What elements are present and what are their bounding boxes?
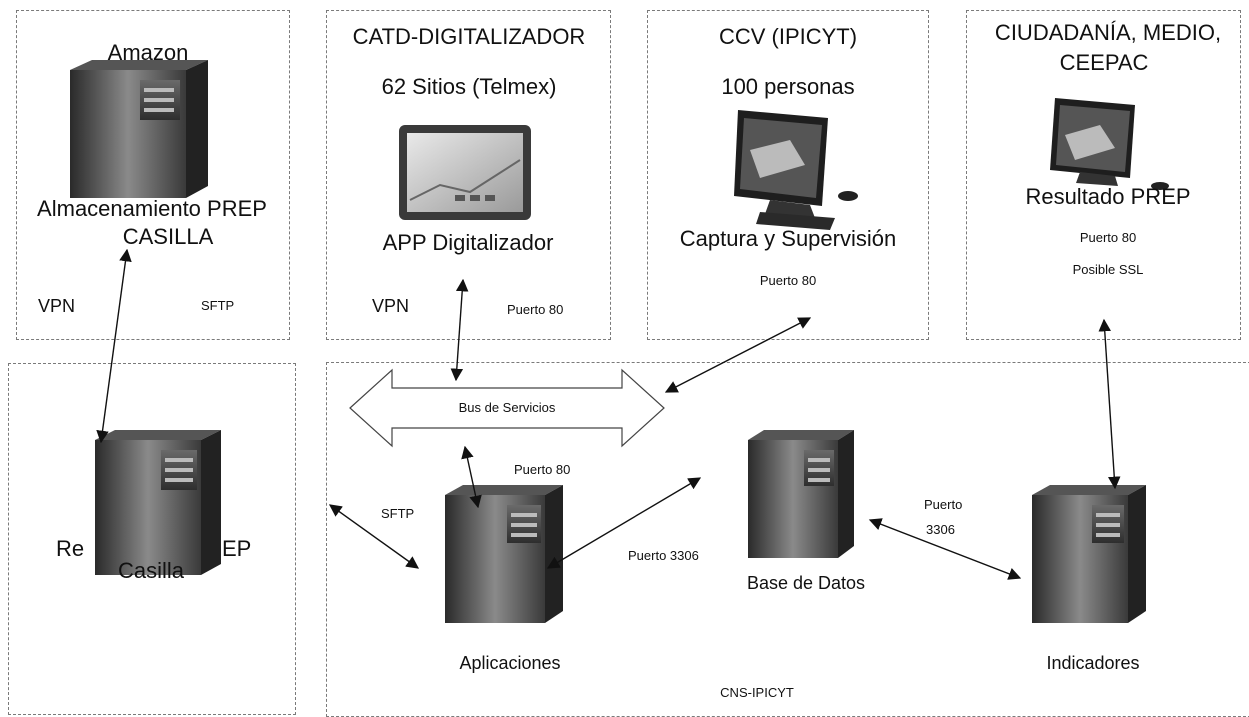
catd-box — [326, 10, 611, 340]
ccv-device-label: Captura y Supervisión — [679, 226, 897, 251]
indicadores-port-line2: 3306 — [926, 522, 955, 537]
indicadores-server-icon — [1032, 485, 1146, 623]
ciudadania-port-label: Puerto 80 — [1079, 230, 1137, 245]
aplicaciones-database-arrow — [546, 477, 702, 569]
ccv-bus-arrow — [664, 317, 812, 393]
catd-port-label: Puerto 80 — [507, 302, 564, 317]
ccv-subtitle: 100 personas — [721, 74, 855, 99]
ccv-port-label: Puerto 80 — [759, 273, 817, 288]
database-label: Base de Datos — [746, 573, 866, 593]
ciudadania-device-label: Resultado PREP — [1025, 184, 1191, 209]
cns-title: CNS-IPICYT — [720, 685, 794, 700]
aplicaciones-server-icon — [445, 485, 563, 623]
amazon-vpn-label: VPN — [38, 296, 76, 316]
catd-subtitle: 62 Sitios (Telmex) — [381, 74, 557, 99]
indicadores-port-line1: Puerto — [924, 497, 963, 512]
catd-vpn-label: VPN — [372, 296, 410, 316]
indicadores-label: Indicadores — [1046, 653, 1140, 673]
catd-device-label: APP Digitalizador — [382, 230, 554, 255]
ccv-computer-icon — [734, 110, 858, 230]
replica-label-left: Re — [56, 536, 85, 561]
ciudadania-ssl-label: Posible SSL — [1072, 262, 1144, 277]
ciudadania-indicadores-arrow — [1098, 318, 1121, 490]
replica-server-icon — [95, 430, 221, 575]
amazon-replica-arrow — [96, 248, 132, 444]
bus-port-label: Puerto 80 — [514, 462, 571, 477]
tablet-icon — [399, 125, 531, 220]
database-port-label: Puerto 3306 — [628, 548, 699, 563]
database-indicadores-arrow — [868, 518, 1022, 580]
ciudadania-title-line2: CEEPAC — [1059, 50, 1149, 75]
bus-arrow-shape — [349, 368, 665, 448]
amazon-label-line1: Almacenamiento PREP — [37, 196, 267, 221]
catd-bus-arrow — [450, 278, 469, 382]
database-server-icon — [748, 430, 854, 558]
aplicaciones-label: Aplicaciones — [459, 653, 561, 673]
amazon-sftp-label: SFTP — [201, 298, 235, 313]
ccv-title: CCV (IPICYT) — [718, 24, 858, 49]
amazon-label-line2: CASILLA — [122, 224, 214, 249]
catd-title: CATD-DIGITALIZADOR — [352, 24, 586, 49]
bus-label: Bus de Servicios — [458, 400, 556, 415]
amazon-title: Amazon — [107, 40, 189, 65]
ciudadania-computer-icon — [1050, 98, 1169, 190]
replica-aplicaciones-arrow — [328, 504, 420, 569]
bus-aplicaciones-arrow — [461, 445, 482, 509]
replica-label-bottom: Casilla — [118, 558, 185, 583]
ciudadania-title-line1: CIUDADANÍA, MEDIO, — [994, 20, 1222, 45]
amazon-box — [16, 10, 290, 340]
replica-label-right: EP — [222, 536, 252, 561]
amazon-server-icon — [70, 60, 208, 198]
cns-sftp-label: SFTP — [381, 506, 415, 521]
